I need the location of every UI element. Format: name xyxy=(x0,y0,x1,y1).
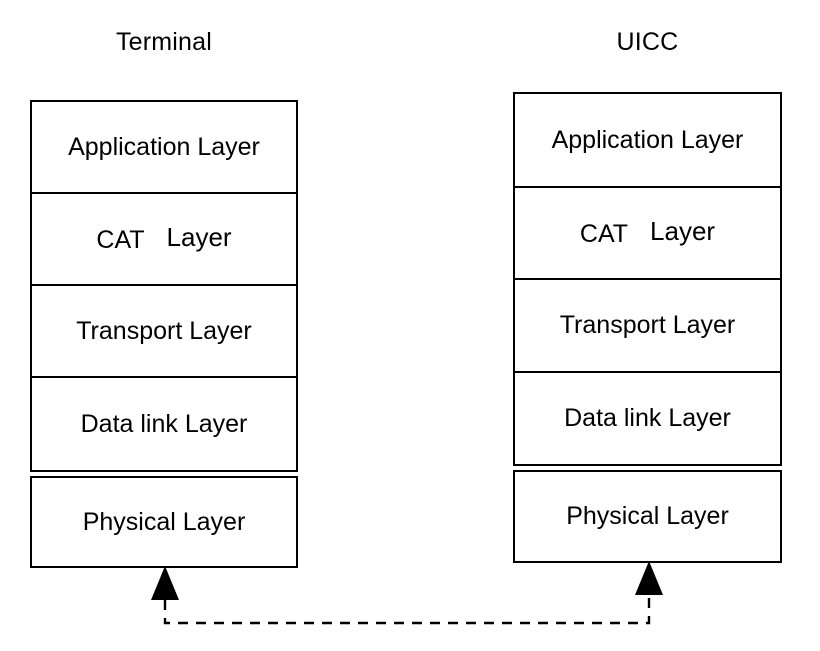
layer-group-uicc: Application Layer CAT Layer Transport Lay… xyxy=(513,92,782,466)
layer-label-application: Application Layer xyxy=(551,125,744,154)
stack-heading-terminal: Terminal xyxy=(115,28,213,56)
physical-link-arrow-terminal xyxy=(151,566,179,600)
layer-group-terminal: Application Layer CAT Layer Transport Lay… xyxy=(30,100,298,472)
layer-label-transport: Transport Layer xyxy=(559,311,736,339)
layer-label-cat-tail: Layer xyxy=(166,221,232,252)
layer-label-cat: CAT Layer xyxy=(579,215,716,248)
layer-terminal-datalink[interactable]: Data link Layer xyxy=(32,376,296,470)
layer-label-physical: Physical Layer xyxy=(82,507,246,536)
layer-label-datalink: Data link Layer xyxy=(564,404,731,432)
layer-terminal-transport[interactable]: Transport Layer xyxy=(32,284,296,376)
layer-label-transport: Transport Layer xyxy=(76,316,252,345)
stack-heading-uicc: UICC xyxy=(616,28,679,56)
layer-terminal-cat[interactable]: CAT Layer xyxy=(32,192,296,284)
layer-label-cat: CAT Layer xyxy=(96,221,232,254)
layer-terminal-physical[interactable]: Physical Layer xyxy=(30,476,298,568)
layer-label-cat-word: CAT xyxy=(579,219,629,248)
layer-uicc-application[interactable]: Application Layer xyxy=(515,94,780,186)
layer-label-cat-word: CAT xyxy=(96,225,145,254)
layer-label-datalink: Data link Layer xyxy=(80,409,248,438)
layer-uicc-cat[interactable]: CAT Layer xyxy=(515,186,780,278)
layer-uicc-datalink[interactable]: Data link Layer xyxy=(515,371,780,464)
layer-label-cat-tail: Layer xyxy=(650,215,716,246)
connector-dashed-path xyxy=(163,595,651,625)
layer-label-physical: Physical Layer xyxy=(566,502,729,530)
layer-label-application: Application Layer xyxy=(68,132,260,161)
physical-link-arrow-uicc xyxy=(635,561,663,595)
layer-uicc-physical[interactable]: Physical Layer xyxy=(513,470,782,563)
layer-terminal-application[interactable]: Application Layer xyxy=(32,102,296,192)
layer-uicc-transport[interactable]: Transport Layer xyxy=(515,278,780,371)
